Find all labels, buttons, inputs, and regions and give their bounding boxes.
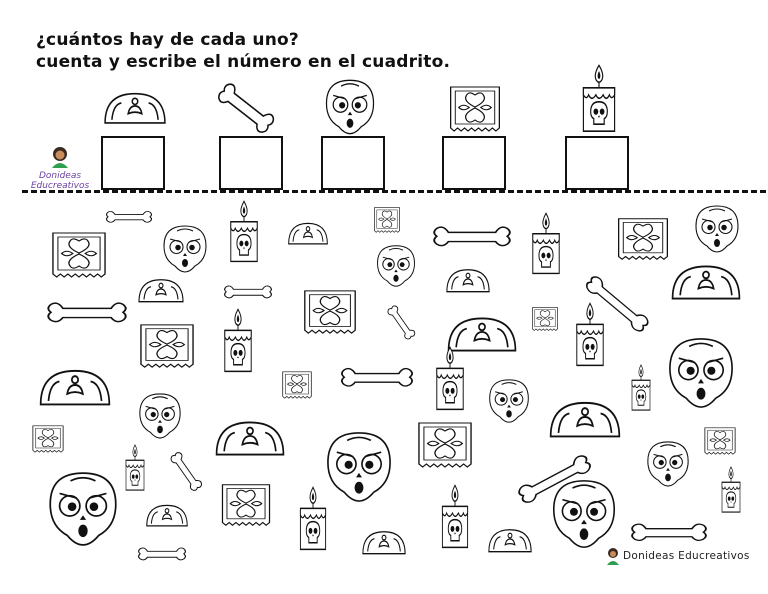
hueso-icon [387, 305, 416, 340]
pan-de-muerto-icon [362, 531, 406, 555]
header-calavera-icon [325, 79, 375, 135]
papel-picado-icon [374, 207, 400, 233]
calavera-icon [327, 432, 391, 502]
vela-icon [224, 308, 252, 373]
hueso-icon [433, 226, 511, 247]
vela-icon [125, 444, 145, 491]
pan-de-muerto-icon [447, 317, 517, 352]
hueso-icon [631, 523, 707, 542]
pan-de-muerto-icon [488, 529, 532, 553]
papel-picado-icon [32, 425, 64, 453]
answer-box-hueso[interactable] [219, 136, 283, 190]
logo-text-line-2: Educreativos [31, 181, 90, 191]
header-pan-de-muerto-icon [104, 92, 166, 124]
pan-de-muerto-icon [549, 401, 621, 438]
calavera-icon [377, 245, 415, 287]
papel-picado-icon [618, 218, 668, 260]
pan-de-muerto-icon [288, 222, 328, 245]
footer-brand: Donideas Educreativos [606, 546, 750, 566]
pan-de-muerto-icon [138, 279, 184, 303]
papel-picado-icon [221, 484, 271, 526]
footer-avatar-icon [607, 548, 619, 565]
header-papel-picado-icon [450, 86, 500, 132]
pan-de-muerto-icon [215, 421, 285, 456]
vela-icon [230, 200, 258, 263]
calavera-icon [647, 441, 689, 487]
worksheet-title-line-1: ¿cuántos hay de cada uno? [36, 30, 299, 50]
calavera-icon [489, 379, 529, 423]
vela-icon [299, 486, 327, 551]
answer-box-vela[interactable] [565, 136, 629, 190]
logo-text-line-1: Donideas [39, 171, 81, 181]
calavera-icon [139, 393, 181, 439]
logo-avatar-face [55, 150, 65, 160]
calavera-icon [669, 338, 733, 408]
vela-icon [721, 466, 741, 513]
vela-icon [631, 364, 651, 411]
papel-picado-icon [282, 371, 312, 399]
answer-box-pan-de-muerto[interactable] [101, 136, 165, 190]
hueso-icon [47, 302, 127, 323]
calavera-icon [695, 205, 739, 253]
hueso-icon [105, 210, 153, 223]
hueso-icon [170, 452, 203, 491]
header-vela-icon [582, 64, 616, 132]
vela-icon [436, 346, 464, 411]
answer-box-calavera[interactable] [321, 136, 385, 190]
worksheet-title-line-2: cuenta y escribe el número en el cuadrit… [36, 52, 451, 72]
vela-icon [532, 212, 560, 275]
papel-picado-icon [52, 232, 106, 278]
papel-picado-icon [418, 422, 472, 468]
papel-picado-icon [532, 307, 558, 331]
pan-de-muerto-icon [671, 265, 741, 300]
papel-picado-icon [704, 427, 736, 455]
footer-brand-text: Donideas Educreativos [623, 550, 750, 562]
papel-picado-icon [140, 324, 194, 368]
hueso-icon [518, 455, 591, 503]
hueso-icon [138, 547, 186, 561]
logo-avatar-shirt [52, 163, 68, 168]
vela-icon [576, 302, 604, 367]
pan-de-muerto-icon [446, 269, 490, 293]
pan-de-muerto-icon [146, 504, 188, 527]
calavera-icon [49, 472, 117, 546]
hueso-icon [341, 367, 413, 387]
cut-line [22, 190, 766, 193]
calavera-icon [552, 480, 616, 548]
vela-icon [441, 484, 469, 549]
brand-logo: Donideas Educreativos [31, 147, 90, 191]
hueso-icon [224, 285, 272, 299]
calavera-icon [163, 225, 207, 273]
hueso-icon [586, 276, 649, 332]
header-hueso-icon [218, 83, 275, 133]
pan-de-muerto-icon [39, 369, 111, 406]
papel-picado-icon [304, 290, 356, 334]
answer-box-papel-picado[interactable] [442, 136, 506, 190]
